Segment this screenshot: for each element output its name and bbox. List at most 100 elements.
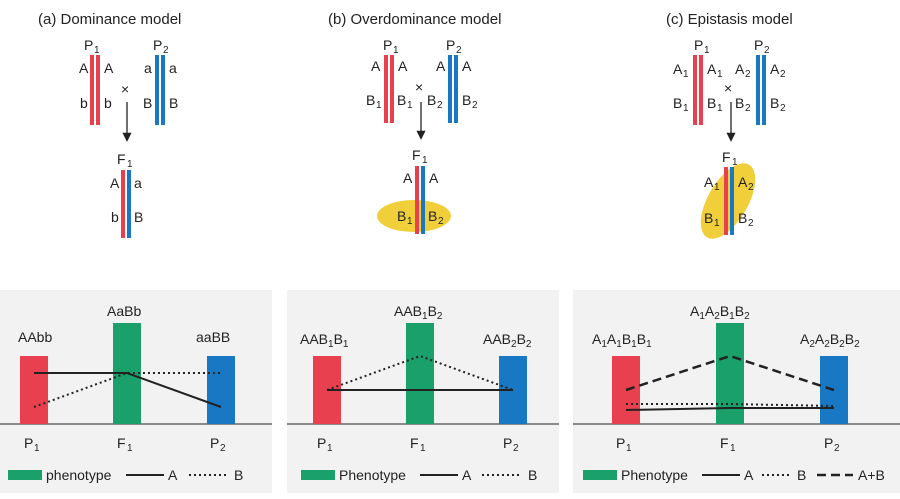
panel-b-f1-label: F (412, 147, 421, 163)
panel-b-subscript: 2 (472, 100, 478, 111)
panel-a-genotype-left: AAbb (18, 329, 52, 345)
panel-a-p1-allele: b (80, 95, 88, 111)
panel-c-subscript: 2 (748, 218, 754, 229)
panel-c-genotype-left: A1A1B1B1 (592, 331, 652, 350)
panel-a-subscript: 2 (220, 443, 226, 454)
panel-a-p2-allele: B (169, 95, 178, 111)
panel-b-p1-allele: B (397, 92, 406, 108)
panel-a-subscript: 1 (127, 443, 133, 454)
panel-a-p2-chromosome (155, 55, 165, 125)
panel-b-title: (b) Overdominance model (328, 11, 501, 28)
legend-phenotype-swatch (8, 470, 42, 480)
legend-phenotype-swatch (301, 470, 335, 480)
panel-a-genotype-mid: AaBb (107, 303, 141, 319)
panel-c-line-ab (625, 354, 835, 392)
panel-a-bar-p2 (207, 356, 235, 424)
panel-b-f1-chromosome (415, 166, 425, 234)
legend-b-label: B (797, 467, 806, 483)
panel-c-p1-allele: B (673, 95, 682, 111)
panel-a-p1-allele: A (79, 60, 89, 76)
panel-b-subscript: 1 (327, 443, 333, 454)
legend-phenotype-label: Phenotype (621, 467, 688, 483)
panel-c-f1-label: F (722, 149, 731, 165)
panel-b-p1-allele: A (371, 58, 381, 74)
panel-a-f1-allele: b (111, 209, 119, 225)
panel-c-subscript: 2 (745, 69, 751, 80)
panel-c-subscript: 1 (626, 443, 632, 454)
panel-a-p1-label: P (84, 37, 93, 53)
panel-b-p1-label: P (383, 37, 392, 53)
panel-c-subscript: 2 (780, 69, 786, 80)
panel-a-title: (a) Dominance model (38, 11, 181, 28)
panel-b-f1-allele: B (397, 208, 406, 224)
panel-a-f1-allele: a (134, 175, 142, 191)
legend-phenotype-swatch (583, 470, 617, 480)
panel-c-plot: A1A1B1B1 A1A2B1B2 A2A2B2B2 P 1 F 1 P 2 P… (573, 290, 900, 493)
panel-b-p1-allele: A (398, 58, 408, 74)
panel-b-p2-allele: A (462, 58, 472, 74)
legend-a-label: A (168, 467, 178, 483)
panel-a-f1-allele: A (110, 175, 120, 191)
panel-b-f1-sub: 1 (422, 155, 428, 166)
panel-c-f1-allele: B (738, 210, 747, 226)
panel-c-legend: Phenotype A B A+B (583, 467, 885, 483)
panel-b-highlight-ellipse (377, 200, 451, 232)
panel-b-p1-chromosome (384, 55, 394, 123)
panel-a-p1-sub: 1 (94, 45, 100, 56)
panel-c-line-a (625, 407, 834, 411)
panel-b-p1-allele: B (366, 92, 375, 108)
panel-a-f1-sub: 1 (127, 159, 133, 170)
legend-ab-label: A+B (858, 467, 885, 483)
panel-c-genotype-right: A2A2B2B2 (800, 331, 860, 350)
panel-b-subscript: 2 (513, 443, 519, 454)
panel-c-subscript: 2 (745, 103, 751, 114)
panel-b-diagram: (b) Overdominance model P 1 P 2 A A B 1 … (328, 11, 501, 234)
panel-b-p2-allele: B (462, 92, 471, 108)
panel-c-subscript: 2 (780, 103, 786, 114)
panel-c-f1-chromosome (724, 167, 734, 235)
panel-c-cross-sign: × (724, 80, 732, 96)
panel-b-p2-allele: A (436, 58, 446, 74)
panel-a-p1-allele: b (104, 95, 112, 111)
panel-c-subscript: 1 (714, 182, 720, 193)
panel-c-p1-label: P (694, 37, 703, 53)
panel-b-subscript: 1 (407, 216, 413, 227)
panel-a-p2-sub: 2 (163, 45, 169, 56)
panel-b-subscript: 2 (437, 100, 443, 111)
panel-b-genotype-right: AAB2B2 (483, 331, 532, 350)
panel-b-xtick-p2: P (503, 435, 512, 451)
panel-c-f1-sub: 1 (732, 157, 738, 168)
panel-b-plot: AAB1B1 AAB1B2 AAB2B2 P 1 F 1 P 2 Phenoty… (287, 290, 559, 493)
panel-a-p1-chromosome (90, 55, 100, 125)
panel-c-p1-chromosome (693, 55, 703, 125)
panel-b-subscript: 1 (407, 100, 413, 111)
panel-a-cross-sign: × (121, 81, 129, 97)
legend-phenotype-label: phenotype (46, 467, 112, 483)
legend-a-label: A (744, 467, 754, 483)
panel-a-diagram: (a) Dominance model P 1 P 2 A A b b × a … (38, 11, 181, 238)
legend-b-label: B (528, 467, 537, 483)
panel-c-subscript: 1 (717, 69, 723, 80)
panel-c-subscript: 1 (730, 443, 736, 454)
panel-c-p1-allele: A (673, 61, 683, 77)
panel-c-f1-allele: B (704, 210, 713, 226)
panel-b-genotype-left: AAB1B1 (300, 331, 349, 350)
panel-c-p1-sub: 1 (704, 45, 710, 56)
panel-c-xtick-p1: P (616, 435, 625, 451)
panel-c-p2-chromosome (756, 55, 766, 125)
panel-a-genotype-right: aaBB (196, 329, 230, 345)
panel-b-f1-allele: A (429, 170, 439, 186)
panel-c-p2-allele: A (735, 61, 745, 77)
panel-a-xtick-p1: P (24, 435, 33, 451)
legend-a-label: A (462, 467, 472, 483)
panel-a-line-a (34, 372, 222, 408)
panel-c-f1-allele: A (738, 174, 748, 190)
panel-c-subscript: 1 (683, 103, 689, 114)
legend-phenotype-label: Phenotype (339, 467, 406, 483)
panel-c-xtick-f1: F (720, 435, 729, 451)
panel-c-xtick-p2: P (824, 435, 833, 451)
panel-a-f1-label: F (117, 151, 126, 167)
panel-c-p1-allele: B (707, 95, 716, 111)
panel-c-subscript: 2 (748, 182, 754, 193)
